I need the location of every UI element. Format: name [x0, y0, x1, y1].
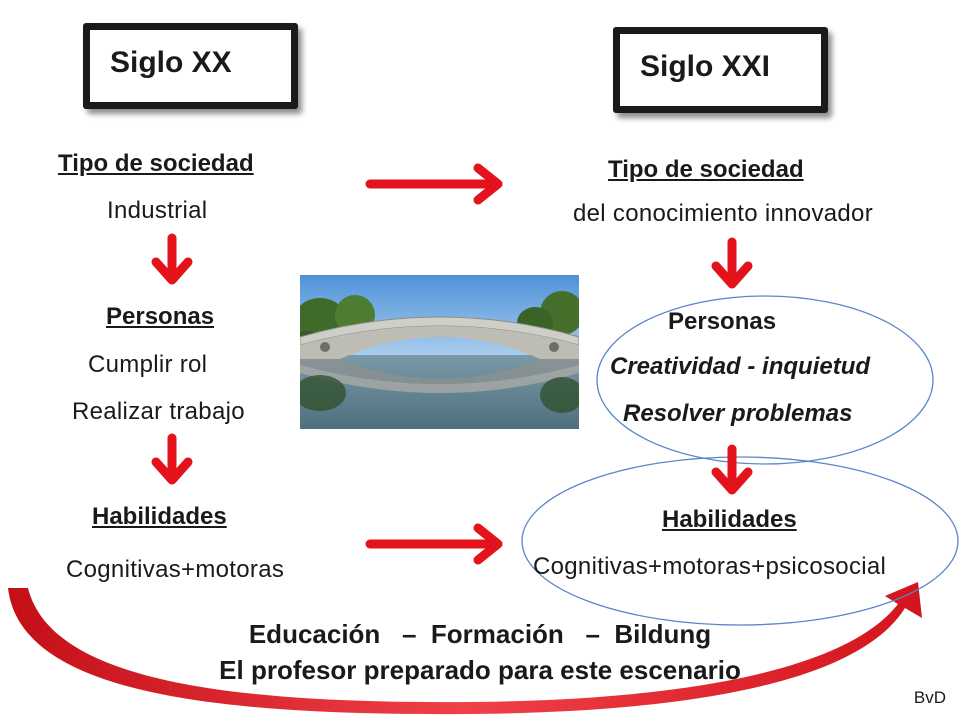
- siglo-xxi-box: Siglo XXI: [613, 27, 828, 113]
- siglo-xx-box: Siglo XX: [83, 23, 298, 109]
- education-line: Educación – Formación – Bildung: [248, 619, 712, 649]
- siglo-xx-title: Siglo XX: [110, 46, 232, 79]
- arrow-down-right-2: [711, 444, 753, 495]
- left-society-heading: Tipo de sociedad: [58, 150, 254, 177]
- right-society-heading: Tipo de sociedad: [608, 156, 804, 183]
- left-skills-heading: Habilidades: [92, 503, 227, 530]
- left-people-heading: Personas: [106, 303, 215, 330]
- arrow-right-skills: [365, 523, 503, 565]
- arrow-right-society: [365, 163, 503, 205]
- bridge-image: [300, 275, 579, 429]
- right-skills-heading: Habilidades: [662, 506, 797, 533]
- bridge-photo: [300, 275, 579, 429]
- left-society-value: Industrial: [107, 197, 208, 224]
- author-credit: BvD: [913, 688, 946, 707]
- right-skills-value: Cognitivas+motoras+psicosocial: [533, 553, 887, 580]
- right-people-heading: Personas: [668, 308, 777, 335]
- arrow-down-left-2: [151, 433, 193, 485]
- left-people-item-2: Realizar trabajo: [72, 398, 245, 425]
- arrow-down-left-1: [151, 233, 193, 285]
- left-skills-value: Cognitivas+motoras: [66, 556, 285, 583]
- siglo-xxi-title: Siglo XXI: [640, 50, 771, 83]
- left-people-item-1: Cumplir rol: [88, 351, 208, 378]
- right-society-value: del conocimiento innovador: [573, 200, 873, 227]
- habilidades-ellipse: [521, 456, 959, 626]
- personas-ellipse: [596, 295, 934, 465]
- arrow-down-right-1: [711, 237, 753, 289]
- teacher-line: El profesor preparado para este escenari…: [219, 655, 741, 685]
- right-people-item-1: Creatividad - inquietud: [610, 353, 871, 380]
- right-people-item-2: Resolver problemas: [623, 400, 853, 427]
